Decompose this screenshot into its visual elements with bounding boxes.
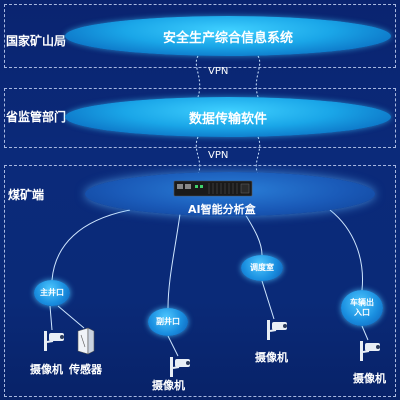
camera-label-vehicle: 摄像机 bbox=[353, 372, 386, 385]
vpn-link-upper-left bbox=[195, 55, 201, 98]
camera-label-aux-shaft: 摄像机 bbox=[152, 379, 185, 392]
node-dispatch-room: 调度室 bbox=[241, 255, 283, 281]
link-aux-shaft bbox=[167, 213, 181, 309]
province-panel bbox=[4, 88, 396, 148]
vpn-label-upper: VPN bbox=[208, 66, 229, 77]
safety-info-system-label: 安全生产综合信息系统 bbox=[162, 30, 293, 46]
camera-label-main-shaft: 摄像机 bbox=[30, 363, 63, 376]
link-vehicle-cam bbox=[361, 325, 369, 341]
node-main-shaft: 主井口 bbox=[34, 280, 70, 306]
link-main-sensor bbox=[57, 305, 85, 329]
camera-icon bbox=[170, 357, 190, 377]
camera-icon bbox=[267, 320, 287, 340]
safety-info-system: 安全生产综合信息系统 bbox=[65, 16, 391, 56]
link-main-shaft bbox=[51, 209, 131, 281]
node-main-shaft-label: 主井口 bbox=[40, 288, 64, 297]
data-transfer-software: 数据传输软件 bbox=[65, 97, 391, 137]
bureau-label: 国家矿山局 bbox=[6, 34, 67, 48]
link-aux-cam bbox=[167, 335, 179, 357]
vpn-label-lower: VPN bbox=[208, 150, 229, 161]
sensor-icon bbox=[77, 327, 95, 355]
camera-icon bbox=[44, 331, 64, 351]
node-aux-shaft: 副井口 bbox=[148, 308, 188, 336]
data-transfer-software-label: 数据传输软件 bbox=[188, 111, 267, 127]
node-vehicle-entrance: 车辆出入口 bbox=[341, 290, 383, 326]
node-vehicle-entrance-label: 车辆出入口 bbox=[350, 298, 374, 317]
camera-icon bbox=[360, 341, 380, 361]
link-main-cam bbox=[49, 305, 53, 331]
ai-box-label: AI智能分析盒 bbox=[188, 203, 256, 216]
link-vehicle bbox=[329, 209, 364, 291]
mine-panel bbox=[4, 165, 396, 397]
province-label: 省监管部门 bbox=[6, 110, 67, 124]
node-dispatch-room-label: 调度室 bbox=[250, 263, 274, 272]
sensor-label: 传感器 bbox=[69, 363, 102, 376]
mine-label: 煤矿端 bbox=[8, 188, 45, 202]
vpn-link-upper-right bbox=[255, 55, 261, 98]
camera-label-dispatch: 摄像机 bbox=[255, 351, 288, 364]
link-dispatch bbox=[244, 213, 263, 256]
link-dispatch-cam bbox=[261, 280, 275, 320]
bureau-panel bbox=[4, 4, 396, 68]
node-aux-shaft-label: 副井口 bbox=[156, 317, 180, 326]
ai-box-device-icon bbox=[173, 180, 253, 197]
